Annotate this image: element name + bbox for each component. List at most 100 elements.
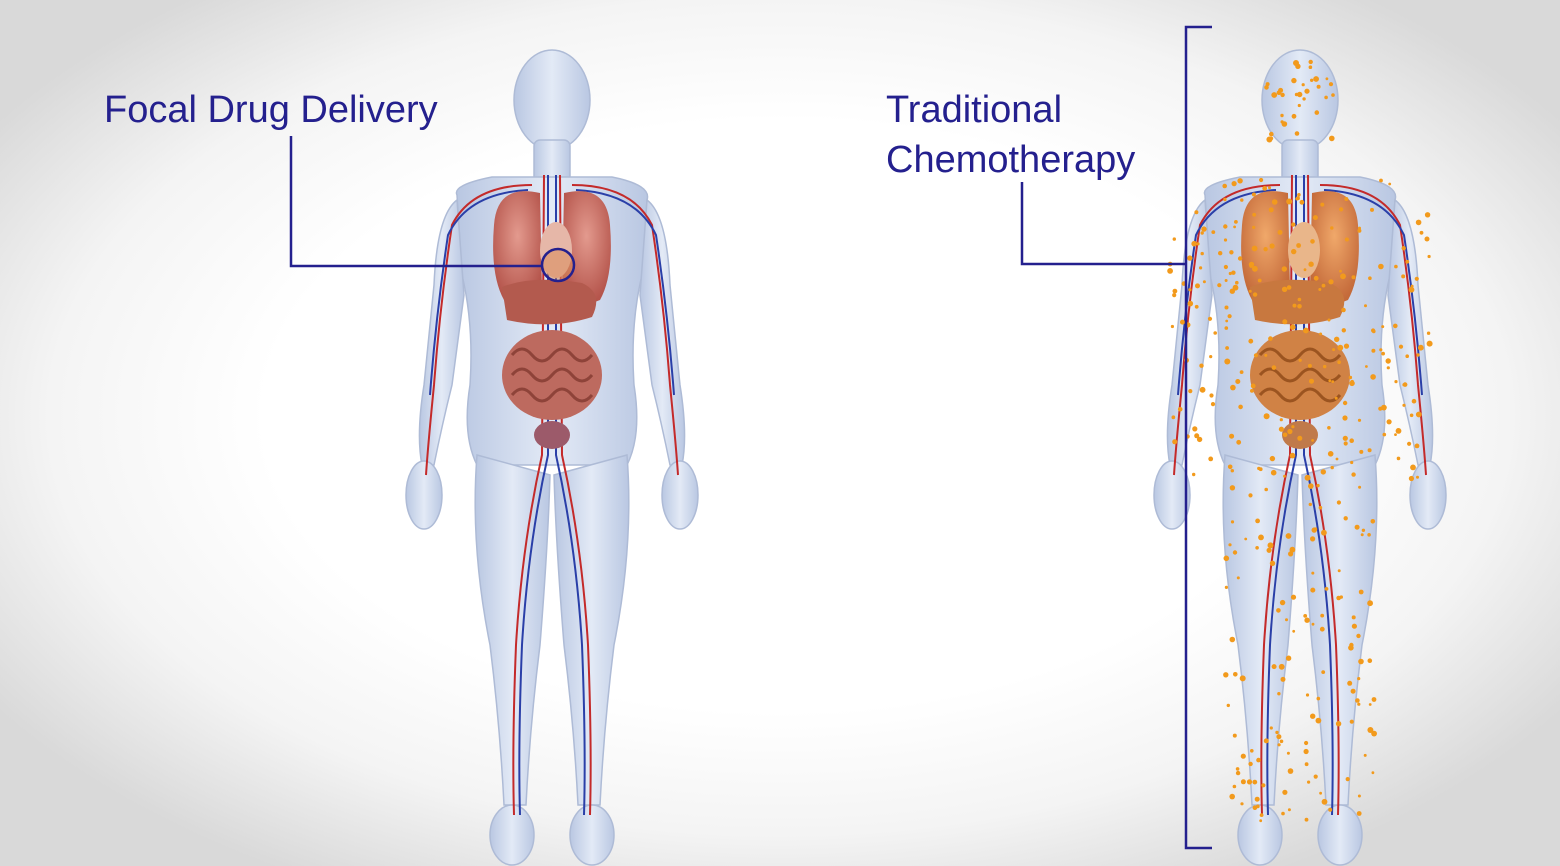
drug-particle (1359, 450, 1363, 454)
drug-particle (1341, 308, 1346, 313)
traditional-chemotherapy-label-line1: Traditional (886, 86, 1062, 134)
drug-particle (1344, 441, 1348, 445)
drug-particle (1328, 319, 1331, 322)
drug-particle (1188, 389, 1192, 393)
drug-particle (1271, 92, 1277, 98)
drug-particle (1282, 266, 1287, 271)
drug-particle (1227, 704, 1230, 707)
drug-particle (1307, 781, 1310, 784)
drug-particle (1368, 658, 1373, 663)
drug-particle (1233, 672, 1238, 677)
drug-particle (1233, 734, 1237, 738)
drug-particle (1331, 93, 1335, 97)
drug-particle (1357, 703, 1360, 706)
drug-particle (1267, 548, 1272, 553)
drug-particle (1282, 790, 1287, 795)
drug-particle (1282, 287, 1287, 292)
drug-particle (1229, 250, 1233, 254)
drug-particle (1415, 444, 1420, 449)
drug-particle (1269, 207, 1274, 212)
drug-particle (1254, 353, 1258, 357)
drug-particle (1233, 785, 1237, 789)
drug-particle (1321, 469, 1326, 474)
drug-particle (1368, 448, 1372, 452)
drug-particle (1410, 414, 1414, 418)
drug-particle (1270, 561, 1275, 566)
drug-particle (1231, 271, 1235, 275)
drug-particle (1314, 527, 1317, 530)
drug-particle (1270, 726, 1273, 729)
drug-particle (1173, 289, 1178, 294)
drug-particle (1381, 352, 1385, 356)
drug-particle (1412, 399, 1417, 404)
drug-particle (1330, 226, 1333, 229)
drug-particle (1222, 184, 1227, 189)
drug-particle (1350, 720, 1354, 724)
drug-particle (1249, 290, 1252, 293)
drug-particle (1229, 794, 1235, 800)
drug-particle (1322, 284, 1326, 288)
drug-particle (1314, 775, 1318, 779)
drug-particle (1339, 270, 1342, 273)
drug-particle (1313, 76, 1319, 82)
drug-particle (1240, 802, 1243, 805)
drug-particle (1247, 779, 1252, 784)
drug-particle (1255, 519, 1260, 524)
drug-particle (1291, 249, 1296, 254)
drug-particle (1358, 486, 1361, 489)
drug-particle (1195, 283, 1200, 288)
drug-particle (1225, 586, 1228, 589)
drug-particle (1238, 256, 1242, 260)
drug-particle (1209, 393, 1213, 397)
drug-particle (1171, 325, 1174, 328)
drug-particle (1358, 659, 1364, 665)
drug-particle (1302, 83, 1305, 86)
body-silhouette (1154, 50, 1446, 865)
drug-particle (1318, 288, 1321, 291)
drug-particle (1313, 215, 1318, 220)
drug-particle (1250, 389, 1254, 393)
drug-particle (1387, 366, 1390, 369)
drug-particle (1411, 285, 1414, 288)
drug-particle (1211, 230, 1215, 234)
drug-particle (1352, 275, 1356, 279)
drug-particle (1259, 178, 1263, 182)
drug-particle (1381, 405, 1387, 411)
drug-particle (1348, 645, 1354, 651)
drug-particle (1401, 274, 1405, 278)
drug-particle (1225, 326, 1229, 330)
drug-particle (1347, 681, 1352, 686)
drug-particle (1368, 276, 1372, 280)
drug-particle (1316, 718, 1322, 724)
drug-particle (1199, 364, 1203, 368)
traditional-chemotherapy-label-line2: Chemotherapy (886, 136, 1135, 184)
drug-particle (1277, 692, 1280, 695)
drug-particle (1415, 277, 1419, 281)
drug-particle (1298, 298, 1302, 302)
drug-particle (1309, 379, 1314, 384)
drug-particle (1303, 328, 1309, 334)
drug-particle (1232, 181, 1237, 186)
traditional-callout-line (1022, 182, 1186, 264)
drug-particle (1224, 359, 1230, 365)
drug-particle (1420, 231, 1424, 235)
drug-particle (1323, 365, 1326, 368)
drug-particle (1264, 85, 1269, 90)
drug-particle (1173, 237, 1176, 240)
drug-particle (1302, 97, 1305, 100)
drug-particle (1291, 425, 1294, 428)
drug-particle (1264, 738, 1269, 743)
drug-particle (1310, 536, 1315, 541)
drug-particle (1278, 88, 1283, 93)
drug-particle (1258, 535, 1264, 541)
drug-particle (1317, 697, 1321, 701)
drug-particle (1331, 380, 1334, 383)
drug-particle (1317, 85, 1321, 89)
drug-particle (1241, 754, 1246, 759)
drug-particle (1252, 193, 1256, 197)
drug-particle (1362, 529, 1365, 532)
drug-particle (1233, 226, 1236, 229)
drug-particle (1372, 771, 1375, 774)
drug-particle (1410, 465, 1416, 471)
drug-particle (1287, 429, 1292, 434)
